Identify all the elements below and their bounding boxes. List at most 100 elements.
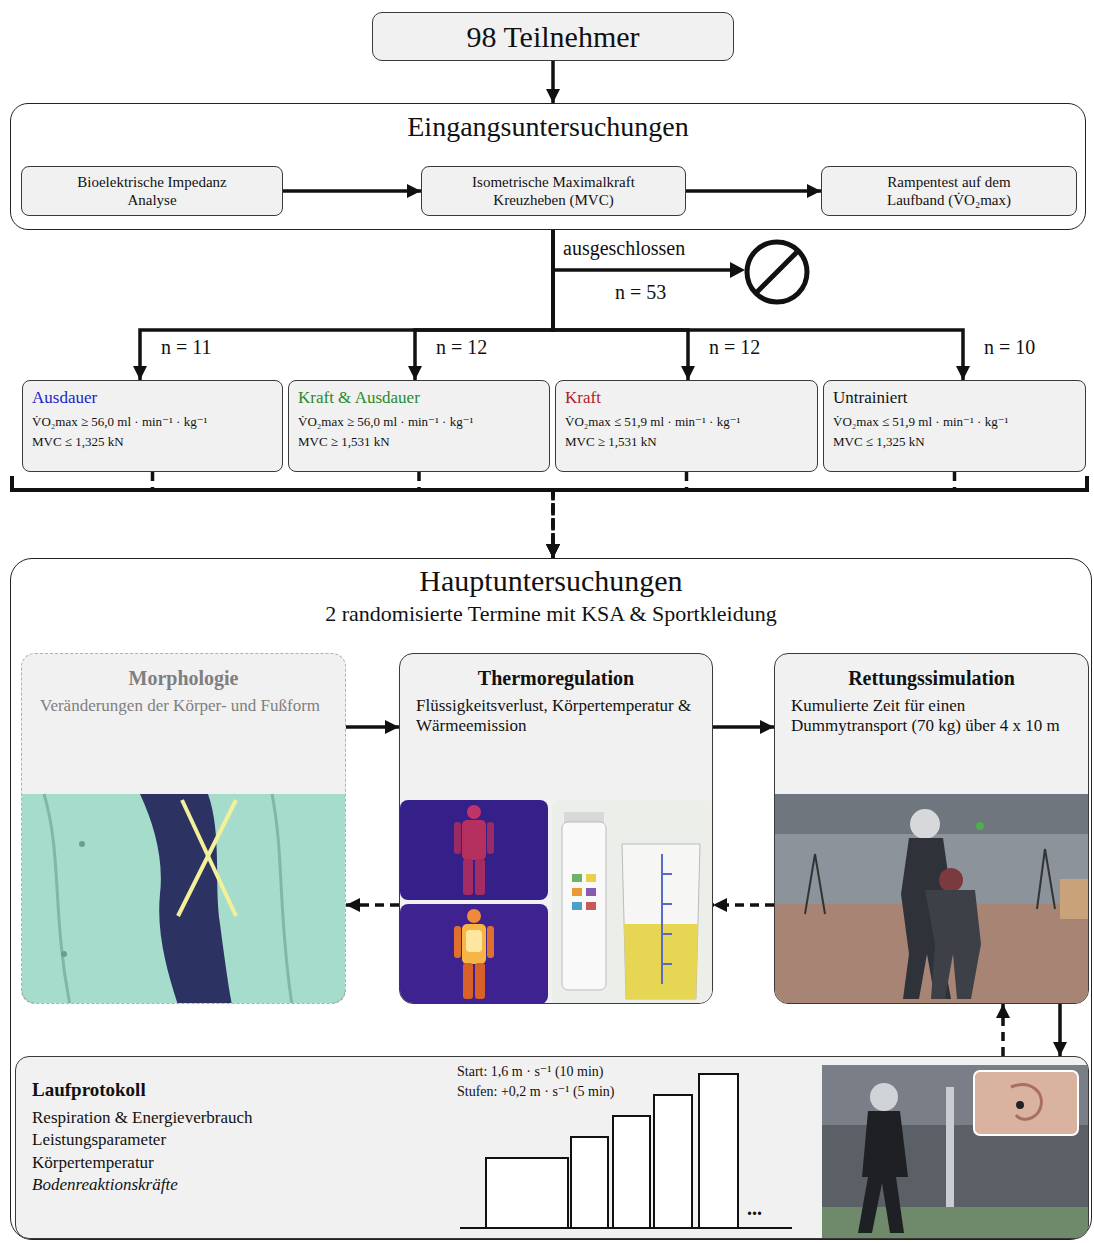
box-heading: Rettungssimulation <box>791 666 1072 690</box>
drawing-part <box>22 794 178 1004</box>
box-text: Körpertemperatur <box>32 1153 1072 1173</box>
group-box: UntrainiertV̇O₂max ≤ 51,9 ml · min⁻¹ · k… <box>823 380 1086 472</box>
connector-arrow <box>553 472 955 558</box>
box-text: Kumulierte Zeit für einen Dummytransport… <box>791 696 1072 737</box>
drawing-part <box>552 800 713 1004</box>
drawing-part <box>178 800 236 916</box>
study-box: ThermoregulationFlüssigkeitsverlust, Kör… <box>399 653 713 1004</box>
box-heading: Kraft <box>565 388 808 408</box>
box-text: V̇O₂max ≤ 51,9 ml · min⁻¹ · kg⁻¹ <box>833 414 1076 430</box>
start-box: 98 Teilnehmer <box>372 12 734 61</box>
drawing-part <box>662 963 672 965</box>
drawing-part <box>475 963 485 999</box>
connector-arrow <box>551 61 555 103</box>
study-box: RettungssimulationKumulierte Zeit für ei… <box>774 653 1089 1004</box>
drawing-part <box>487 822 494 854</box>
drawing-part <box>486 1158 568 1228</box>
drawing-part <box>463 859 473 895</box>
drawing-part <box>939 868 963 892</box>
edge-label: n = 11 <box>158 335 215 359</box>
group-box: Kraft & AusdauerV̇O₂max ≥ 56,0 ml · min⁻… <box>288 380 550 472</box>
connector-arrow <box>553 230 963 380</box>
box-text: MVC ≤ 1,325 kN <box>833 434 1076 450</box>
box-heading: Untrainiert <box>833 388 1076 408</box>
connector-arrow <box>713 903 774 907</box>
box-heading: Bioelektrische Impedanz Analyse <box>52 173 252 209</box>
box-text: MVC ≤ 1,325 kN <box>32 434 273 450</box>
group-bracket <box>12 476 1087 490</box>
drawing-part <box>662 873 672 875</box>
box-heading: Rampentest auf dem Laufband (V̇O₂max) <box>862 173 1036 209</box>
drawing-part <box>586 902 596 910</box>
drawing-part <box>572 874 582 882</box>
drawing-part <box>654 1095 692 1228</box>
drawing-part <box>462 924 486 964</box>
drawing-part <box>946 1087 954 1217</box>
drawing-part <box>454 822 461 854</box>
exclusion-line <box>553 268 740 272</box>
protocol-box: LaufprotokollRespiration & Energieverbra… <box>15 1056 1089 1239</box>
drawing-part <box>562 822 606 990</box>
box-text: Stufen: +0,2 m · s⁻¹ (5 min) <box>457 1084 615 1101</box>
box-heading: Isometrische Maximalkraft Kreuzheben (MV… <box>446 173 661 209</box>
edge-label: n = 10 <box>981 335 1038 359</box>
exclusion-arrowhead <box>730 262 745 278</box>
connector-arrow <box>553 230 688 380</box>
connector-arrow <box>713 725 774 729</box>
drawing-part <box>462 820 486 860</box>
drawing-part <box>910 809 940 839</box>
drawing-part <box>61 951 67 957</box>
drawing-part <box>467 909 481 923</box>
box-heading: Ausdauer <box>32 388 273 408</box>
drawing-part <box>272 794 292 1004</box>
connector-arrow <box>415 230 553 380</box>
box-text: Start: 1,6 m · s⁻¹ (10 min) <box>457 1064 604 1081</box>
group-box: AusdauerV̇O₂max ≥ 56,0 ml · min⁻¹ · kg⁻¹… <box>22 380 283 472</box>
drawing-part <box>1016 1101 1024 1109</box>
box-text: V̇O₂max ≥ 56,0 ml · min⁻¹ · kg⁻¹ <box>298 414 540 430</box>
box-text: Bodenreaktionskräfte <box>32 1175 1072 1195</box>
drawing-part <box>815 854 825 914</box>
process-box: Isometrische Maximalkraft Kreuzheben (MV… <box>421 166 686 216</box>
drawing-part <box>487 926 494 958</box>
continuation-mark: ... <box>744 1196 765 1220</box>
drawing-part <box>775 794 1089 1004</box>
drawing-part <box>572 902 582 910</box>
connector-arrow <box>1001 1004 1005 1056</box>
count-label: n = 53 <box>612 280 669 304</box>
box-heading: Eingangsuntersuchungen <box>21 110 1075 144</box>
drawing-part <box>400 800 548 900</box>
study-box: MorphologieVeränderungen der Körper- und… <box>21 653 346 1004</box>
drawing-part <box>858 1111 908 1233</box>
drawing-part <box>662 933 672 935</box>
drawing-part <box>822 1065 1089 1239</box>
connector-arrow <box>553 472 687 558</box>
drawing-part <box>1045 849 1055 909</box>
box-text: Veränderungen der Körper- und Fußform <box>40 696 327 716</box>
drawing-part <box>662 903 672 905</box>
connector-arrow <box>153 472 554 558</box>
drawing-part <box>622 844 700 999</box>
drawing-part <box>1011 1085 1041 1120</box>
box-text: Respiration & Energieverbrauch <box>32 1108 1072 1128</box>
exclusion-symbol <box>747 242 807 302</box>
exclusion-slash <box>756 251 798 293</box>
process-box: Bioelektrische Impedanz Analyse <box>21 166 283 216</box>
connector-arrow <box>140 230 553 380</box>
connector-arrow <box>346 903 399 907</box>
drawing-part <box>571 1137 608 1228</box>
drawing-part <box>699 1074 738 1228</box>
box-heading: Thermoregulation <box>416 666 696 690</box>
stage-panel: MorphologieVeränderungen der Körper- und… <box>10 558 1092 1240</box>
drawing-part <box>454 926 461 958</box>
drawing-part <box>463 963 473 999</box>
drawing-part <box>475 859 485 895</box>
connector-arrow <box>346 725 399 729</box>
drawing-part <box>466 930 482 952</box>
box-text: 2 randomisierte Termine mit KSA & Sportk… <box>21 601 1081 627</box>
drawing-part <box>805 854 815 914</box>
drawing-part <box>79 841 85 847</box>
box-text: Flüssigkeitsverlust, Körpertemperatur & … <box>416 696 696 737</box>
box-text: MVC ≥ 1,531 kN <box>565 434 808 450</box>
connector-arrow <box>1058 1004 1062 1056</box>
